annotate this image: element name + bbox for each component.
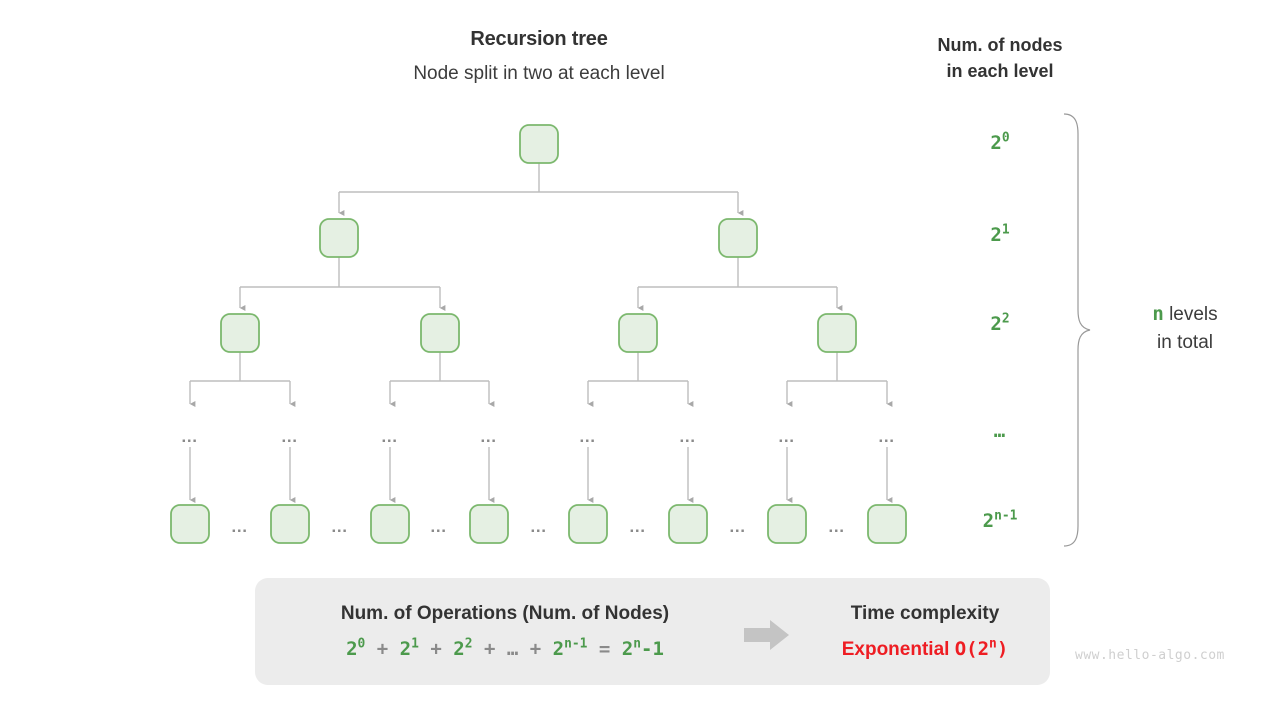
- operator-plus: +: [376, 638, 389, 660]
- operations-heading: Num. of Operations (Num. of Nodes): [340, 603, 670, 624]
- level-count-exponent: n-1: [994, 508, 1018, 524]
- levels-text-line1: levels: [1163, 304, 1218, 325]
- tree-node: [370, 504, 410, 544]
- formula-ellipsis: …: [506, 638, 519, 660]
- tree-nodes: [170, 124, 907, 544]
- tree-node: [718, 218, 758, 258]
- operator-plus: +: [529, 638, 542, 660]
- page-subtitle: Node split in two at each level: [413, 63, 665, 84]
- tree-node: [220, 313, 260, 353]
- level-count-exponent: 2: [1001, 311, 1010, 327]
- page-title: Recursion tree: [470, 28, 608, 50]
- time-complexity-value: Exponential O(2n): [800, 638, 1050, 661]
- bottom-ellipsis: …: [729, 517, 748, 536]
- tree-node: [420, 313, 460, 353]
- level-count-label-2: 22: [940, 313, 1060, 335]
- level-ellipsis: …: [480, 427, 499, 446]
- count-title-line2: in each level: [946, 61, 1054, 81]
- level-count-label-3: …: [940, 420, 1060, 442]
- bottom-ellipsis: …: [828, 517, 847, 536]
- operator-equals: =: [598, 638, 611, 660]
- level-count-base: 2: [990, 224, 1002, 246]
- level-ellipsis: …: [778, 427, 797, 446]
- operator-plus: +: [430, 638, 442, 660]
- term-2-pow-0: 20: [346, 636, 366, 660]
- level-count-label-0: 20: [940, 132, 1060, 154]
- bottom-ellipsis: …: [231, 517, 250, 536]
- level-ellipsis: …: [878, 427, 897, 446]
- term-result: 2n-1: [621, 636, 664, 660]
- tree-node: [767, 504, 807, 544]
- watermark: www.hello-algo.com: [1075, 648, 1225, 663]
- operations-formula: 20 + 21 + 22 + … + 2n-1 = 2n-1: [285, 638, 725, 660]
- level-count-exponent: 1: [1001, 222, 1010, 238]
- operator-plus: +: [483, 638, 496, 660]
- time-complexity-label: Exponential: [841, 639, 950, 660]
- tree-node: [469, 504, 509, 544]
- summary-panel: [255, 578, 1050, 685]
- tree-node: [319, 218, 359, 258]
- term-2-pow-1: 21: [399, 636, 419, 660]
- tree-node: [618, 313, 658, 353]
- level-count-label-4: 2n-1: [940, 510, 1060, 532]
- level-count-base: 2: [990, 313, 1002, 335]
- time-complexity-heading: Time complexity: [850, 603, 1000, 624]
- level-ellipsis: …: [281, 427, 300, 446]
- bottom-ellipsis: …: [530, 517, 549, 536]
- tree-node: [817, 313, 857, 353]
- bottom-ellipsis: …: [629, 517, 648, 536]
- levels-total-note: n levels in total: [1105, 300, 1265, 357]
- level-ellipsis: …: [679, 427, 698, 446]
- tree-node: [170, 504, 210, 544]
- level-ellipsis: …: [381, 427, 400, 446]
- count-title-line1: Num. of nodes: [937, 35, 1063, 55]
- level-ellipsis: …: [579, 427, 598, 446]
- bottom-ellipsis: …: [331, 517, 350, 536]
- tree-node: [867, 504, 907, 544]
- bottom-ellipsis: …: [430, 517, 449, 536]
- levels-variable: n: [1152, 303, 1164, 325]
- nodes-per-level-title: Num. of nodes in each level: [900, 32, 1100, 84]
- recursion-tree-graphic: … … … … … … … … … … … … … … …: [170, 124, 907, 544]
- term-2-pow-2: 22: [453, 636, 473, 660]
- level-count-base: …: [993, 420, 1007, 442]
- tree-node: [270, 504, 310, 544]
- right-arrow-icon: [744, 620, 789, 650]
- levels-text-line2: in total: [1157, 332, 1213, 353]
- levels-brace-icon: [1063, 113, 1091, 547]
- level-count-exponent: 0: [1001, 130, 1010, 146]
- tree-node: [668, 504, 708, 544]
- time-complexity-notation: O(2n): [954, 636, 1009, 660]
- level-ellipsis: …: [181, 427, 200, 446]
- term-2-pow-n-minus-1: 2n-1: [552, 636, 588, 660]
- level-count-base: 2: [982, 510, 995, 532]
- level-count-base: 2: [990, 132, 1002, 154]
- tree-connectors: [189, 163, 893, 503]
- tree-ellipses: … … … … … … … … … … … … … … …: [181, 427, 897, 536]
- level-count-label-1: 21: [940, 224, 1060, 246]
- tree-node: [568, 504, 608, 544]
- tree-node: [519, 124, 559, 164]
